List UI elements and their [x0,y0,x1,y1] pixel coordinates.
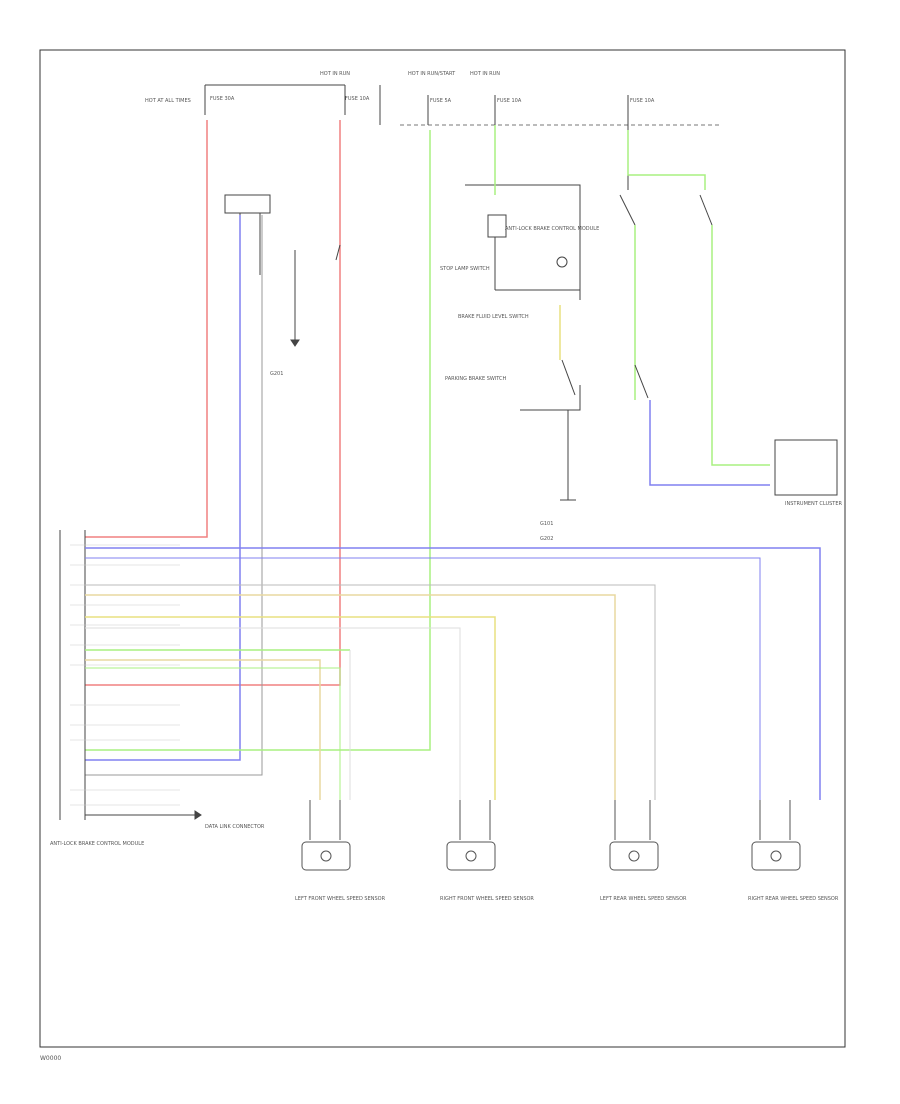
label-lf-sensor: LEFT FRONT WHEEL SPEED SENSOR [295,896,386,902]
label-g202: G202 [540,536,553,542]
diagram-frame [39,49,846,1048]
label-parking-brake-switch: PARKING BRAKE SWITCH [445,376,507,382]
green-wire-right-top [627,130,706,190]
label-hot-in-run-start: HOT IN RUN/START [408,71,456,77]
label-fuse-e: FUSE 10A [630,98,655,104]
data-link-wire [85,810,202,820]
grey-wire-left [85,215,263,776]
fuse-icons [204,85,629,125]
label-fuse-a: FUSE 30A [210,96,235,102]
label-rf-sensor: RIGHT FRONT WHEEL SPEED SENSOR [440,896,534,902]
blue-wire-left [85,215,241,761]
label-abs-module-left: ANTI-LOCK BRAKE CONTROL MODULE [50,841,144,847]
wheel-sensor-lr [609,800,659,871]
label-data-link: DATA LINK CONNECTOR [205,824,265,830]
label-rr-sensor: RIGHT REAR WHEEL SPEED SENSOR [748,896,839,902]
switch-group-left [224,194,341,347]
label-brake-fluid-switch: BRAKE FLUID LEVEL SWITCH [458,314,529,320]
connector-block [59,530,86,820]
label-hot-at-all-times: HOT AT ALL TIMES [145,98,191,104]
label-stop-lamp-switch: STOP LAMP SWITCH [440,266,490,272]
label-g201: G201 [270,371,283,377]
footer-code: W0000 [40,1055,61,1062]
label-fuse-b: FUSE 10A [345,96,370,102]
label-hot-in-run: HOT IN RUN [320,71,350,77]
red-wires [85,120,341,686]
blue-wire-right [649,400,770,486]
label-g101: G101 [540,521,553,527]
center-module [465,125,581,300]
label-abs-module: ANTI-LOCK BRAKE CONTROL MODULE [505,226,599,232]
label-lr-sensor: LEFT REAR WHEEL SPEED SENSOR [600,896,687,902]
label-fuse-c: FUSE 5A [430,98,452,104]
connector-pin-lines [70,544,180,806]
green-wire-right-long [711,225,770,466]
right-lower-switch [634,364,838,496]
green-wire-center [85,130,431,751]
label-fuse-d: FUSE 10A [497,98,522,104]
wheel-sensor-rf [446,800,496,871]
label-instrument-cluster: INSTRUMENT CLUSTER [785,501,843,507]
brake-switch [520,359,581,501]
wheel-sensor-rr [751,800,801,871]
sensor-bus-wires [85,547,821,800]
wheel-sensor-lf [301,800,351,871]
label-hot-in-run-2: HOT IN RUN [470,71,500,77]
